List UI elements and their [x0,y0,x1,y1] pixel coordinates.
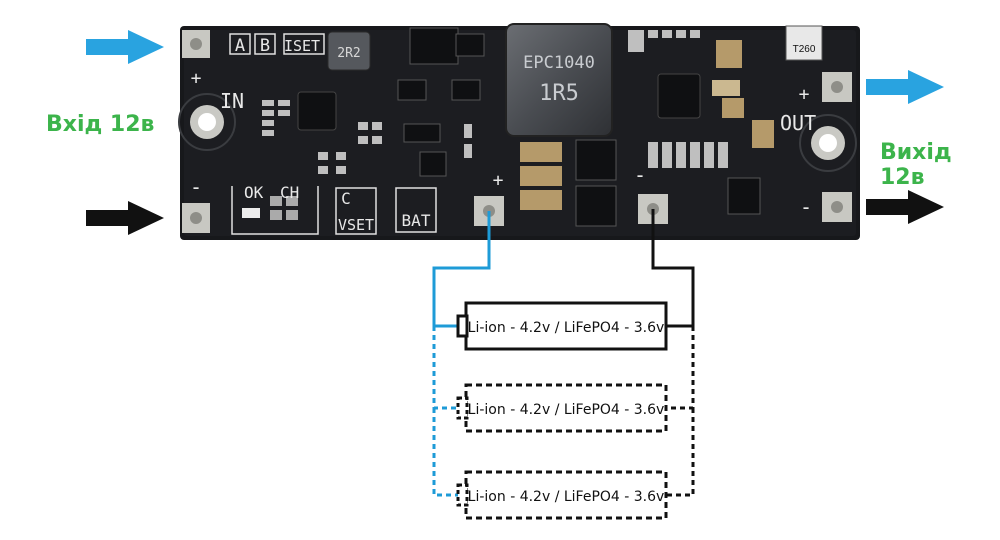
in-label: IN [220,89,244,113]
arrow-out-minus [866,190,944,224]
label-a: A [235,36,245,56]
out-plus-mark: + [799,84,810,105]
input-voltage-label: Вхід 12в [46,112,155,137]
pad-out-minus [822,192,852,222]
out-label: OUT [780,111,816,135]
battery-3: Li-ion - 4.2v / LiFePO4 - 3.6v [456,470,668,520]
inductor-epc1040: EPC1040 1R5 [505,23,613,137]
arrow-in-plus [86,30,164,64]
mounting-hole-right [799,114,857,172]
battery-3-label: Li-ion - 4.2v / LiFePO4 - 3.6v [468,489,665,505]
label-c: C [341,189,351,208]
bat-minus-mark: - [634,163,646,187]
positive-wire [432,211,491,497]
label-b: B [260,36,270,56]
status-leds [242,196,298,220]
controller-chip [297,91,337,131]
label-vset: VSET [338,216,374,234]
arrow-in-minus [86,201,164,235]
label-ch: CH [280,183,299,202]
negative-wire [651,209,695,497]
pcb-board: EPC1040 1R5 2R2 [178,23,860,240]
label-ok: OK [244,183,264,202]
inductor-2r2: 2R2 [327,31,371,71]
mounting-hole-left [178,93,236,151]
battery-1-label: Li-ion - 4.2v / LiFePO4 - 3.6v [468,320,665,336]
pad-in-minus [182,203,210,233]
battery-1: Li-ion - 4.2v / LiFePO4 - 3.6v [456,301,668,351]
pad-out-plus [822,72,852,102]
out-minus-mark: - [800,195,812,219]
label-bat: BAT [402,211,431,230]
battery-2: Li-ion - 4.2v / LiFePO4 - 3.6v [456,383,668,433]
capacitor-bank [520,40,774,210]
in-minus-mark: - [190,175,202,199]
small-chip [727,177,761,215]
battery-2-label: Li-ion - 4.2v / LiFePO4 - 3.6v [468,402,665,418]
mosfet-1 [575,139,617,181]
t260-label: T260 [793,44,816,55]
bat-plus-mark: + [493,170,504,191]
pad-in-plus [182,30,210,58]
transistors [397,25,823,177]
inductor-label-2: 1R5 [539,81,579,106]
charger-chip [657,73,701,119]
smd-resistors [262,30,728,174]
output-voltage-label: Вихід 12в [880,140,952,190]
diode-component [409,27,459,65]
mosfet-2 [575,185,617,227]
label-iset: ISET [284,37,320,55]
inductor-label-1: EPC1040 [523,53,595,73]
arrow-out-plus [866,70,944,104]
inductor-small-label: 2R2 [337,46,360,61]
in-plus-mark: + [191,68,202,89]
